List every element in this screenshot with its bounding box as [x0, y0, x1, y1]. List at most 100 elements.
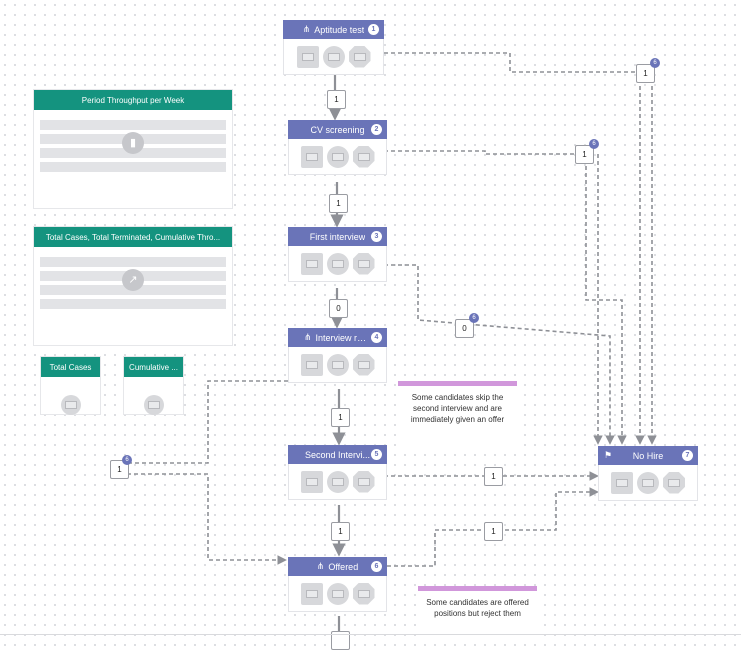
- split-icon: ⋔: [304, 332, 312, 342]
- edge-count-badge: 6: [589, 139, 599, 149]
- edge-label-text: 1: [491, 472, 496, 481]
- edge-label-text: 1: [338, 413, 343, 422]
- kpi-icon: [143, 395, 164, 415]
- node-title: Second Intervi...: [304, 449, 371, 460]
- canvas-bottom-border: [0, 634, 741, 635]
- edge-label-text: 1: [338, 527, 343, 536]
- event-icon: [300, 470, 323, 493]
- node-body: [288, 139, 387, 175]
- event-icon: [300, 582, 323, 605]
- node-body: [598, 465, 698, 501]
- node-title: Offered: [328, 561, 359, 572]
- event-icon: [352, 252, 375, 275]
- node-number-badge: 5: [371, 449, 382, 460]
- widget-placeholder: ↗: [34, 247, 232, 309]
- node-header: ⋔ Interview ranki... 4: [288, 328, 387, 347]
- edge-label[interactable]: 1: [327, 90, 346, 109]
- node-title: No Hire: [632, 450, 664, 461]
- edge-label[interactable]: 0: [329, 299, 348, 318]
- node-second-interview[interactable]: Second Intervi... 5: [288, 445, 387, 500]
- event-icon: [296, 45, 319, 68]
- node-title: First interview: [309, 231, 366, 242]
- event-icon: [300, 145, 323, 168]
- note-text: Some candidates skip the second intervie…: [410, 393, 505, 424]
- event-icon: [326, 252, 349, 275]
- note-text: Some candidates are offered positions bu…: [426, 598, 529, 618]
- event-icon: [300, 252, 323, 275]
- event-icon: [326, 582, 349, 605]
- node-title: Interview ranki...: [315, 332, 371, 343]
- event-icon: [352, 582, 375, 605]
- edge-first-nohire: [384, 264, 615, 445]
- node-number-badge: 3: [371, 231, 382, 242]
- flag-icon: ⚑: [604, 450, 613, 460]
- node-title: CV screening: [310, 124, 365, 135]
- node-offered[interactable]: ⋔ Offered 6: [288, 557, 387, 612]
- node-number-badge: 1: [368, 24, 379, 35]
- node-header: CV screening 2: [288, 120, 387, 139]
- node-number-badge: 7: [682, 450, 693, 461]
- edge-count-badge: 6: [122, 455, 132, 465]
- node-header: ⋔ Offered 6: [288, 557, 387, 576]
- node-header: ⚑ No Hire 7: [598, 446, 698, 465]
- node-no-hire[interactable]: ⚑ No Hire 7: [598, 446, 698, 501]
- kpi-icon: [60, 395, 81, 415]
- edge-label[interactable]: 1: [484, 522, 503, 541]
- widget-title: Period Throughput per Week: [34, 90, 232, 110]
- split-icon: ⋔: [316, 561, 325, 571]
- event-icon: [352, 353, 375, 376]
- edge-label-text: 1: [582, 150, 587, 159]
- edge-label-text: 0: [462, 324, 467, 333]
- event-icon: [352, 470, 375, 493]
- bar-chart-icon: ▮: [122, 132, 144, 154]
- throughput-widget[interactable]: Period Throughput per Week ▮: [33, 89, 233, 209]
- node-header: First interview 3: [288, 227, 387, 246]
- edge-aptitude-nohire: [384, 52, 657, 445]
- edge-label[interactable]: 1: [331, 408, 350, 427]
- edge-label[interactable]: 1: [331, 522, 350, 541]
- split-icon: ⋔: [302, 24, 311, 34]
- event-icon: [663, 471, 685, 494]
- event-icon: [322, 45, 345, 68]
- cumulative-widget[interactable]: Cumulative ...: [123, 356, 184, 415]
- cases-line-widget[interactable]: Total Cases, Total Terminated, Cumulativ…: [33, 226, 233, 346]
- total-cases-widget[interactable]: Total Cases: [40, 356, 101, 415]
- note-bar: [398, 381, 517, 386]
- line-chart-icon: ↗: [122, 269, 144, 291]
- event-icon: [348, 45, 371, 68]
- node-body: [288, 576, 387, 612]
- node-aptitude-test[interactable]: ⋔ Aptitude test 1: [283, 20, 384, 75]
- edge-label-text: 1: [491, 527, 496, 536]
- edge-label[interactable]: 1: [575, 145, 594, 164]
- edge-label-text: 1: [334, 95, 339, 104]
- edge-label[interactable]: 1: [110, 460, 129, 479]
- widget-placeholder: ▮: [34, 110, 232, 172]
- node-header: ⋔ Aptitude test 1: [283, 20, 384, 39]
- edge-label[interactable]: 0: [455, 319, 474, 338]
- node-cv-screening[interactable]: CV screening 2: [288, 120, 387, 175]
- edge-label[interactable]: 1: [484, 467, 503, 486]
- event-icon: [637, 471, 659, 494]
- event-icon: [326, 145, 349, 168]
- node-first-interview[interactable]: First interview 3: [288, 227, 387, 282]
- edge-ranking-offered-b: [127, 473, 287, 565]
- edge-count-badge: 6: [469, 313, 479, 323]
- edge-label-text: 0: [336, 304, 341, 313]
- annotation-note[interactable]: Some candidates are offered positions bu…: [418, 586, 537, 636]
- event-icon: [611, 471, 633, 494]
- node-title: Aptitude test: [314, 24, 365, 35]
- edge-label-text: 1: [117, 465, 122, 474]
- edge-label[interactable]: 1: [329, 194, 348, 213]
- event-icon: [326, 470, 349, 493]
- note-bar: [418, 586, 537, 591]
- event-icon: [352, 145, 375, 168]
- edge-label-text: 1: [336, 199, 341, 208]
- edge-count-badge: 6: [650, 58, 660, 68]
- edge-ranking-offered-a: [127, 380, 288, 464]
- event-icon: [326, 353, 349, 376]
- event-icon: [300, 353, 323, 376]
- annotation-note[interactable]: Some candidates skip the second intervie…: [398, 381, 517, 453]
- node-interview-ranking[interactable]: ⋔ Interview ranki... 4: [288, 328, 387, 383]
- edge-label[interactable]: 1: [636, 64, 655, 83]
